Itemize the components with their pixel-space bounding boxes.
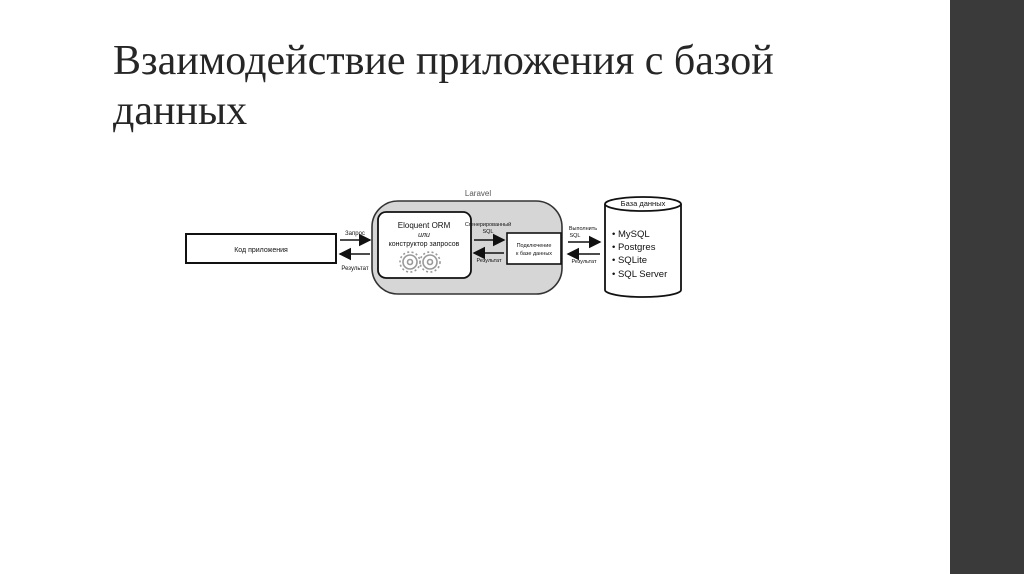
connection-line-2: к базе данных	[516, 251, 552, 257]
slide-title: Взаимодействие приложения с базой данных	[113, 38, 774, 134]
app-code-label: Код приложения	[234, 247, 288, 254]
connection-line-1: Подключение	[517, 243, 552, 249]
app-code-box	[185, 233, 337, 264]
database-item-sqlserver: • SQL Server	[612, 269, 667, 280]
database-item-mysql: • MySQL	[612, 229, 650, 240]
database-item-sqlite: • SQLite	[612, 255, 647, 266]
right-accent-bar	[950, 0, 1024, 574]
orm-box	[377, 211, 472, 279]
gears-icon	[399, 251, 441, 273]
database-cylinder	[604, 196, 682, 298]
generated-sql-line-2: SQL	[482, 229, 493, 235]
connection-box	[506, 232, 562, 265]
request-label: Запрос	[345, 231, 365, 237]
inner-result-label: Результат	[476, 258, 501, 264]
database-label: База данных	[621, 199, 666, 208]
result-label: Результат	[341, 266, 369, 272]
orm-line-1: Eloquent ORM	[398, 221, 451, 230]
orm-line-2: или	[418, 232, 430, 239]
db-result-label: Результат	[571, 259, 596, 265]
laravel-label: Laravel	[465, 189, 491, 198]
execute-sql-line-2: SQL	[569, 233, 580, 239]
orm-line-3: конструктор запросов	[389, 241, 460, 248]
execute-sql-line-1: Выполнить	[569, 226, 597, 232]
generated-sql-line-1: Сгенерированный	[465, 221, 511, 228]
database-item-postgres: • Postgres	[612, 242, 656, 253]
